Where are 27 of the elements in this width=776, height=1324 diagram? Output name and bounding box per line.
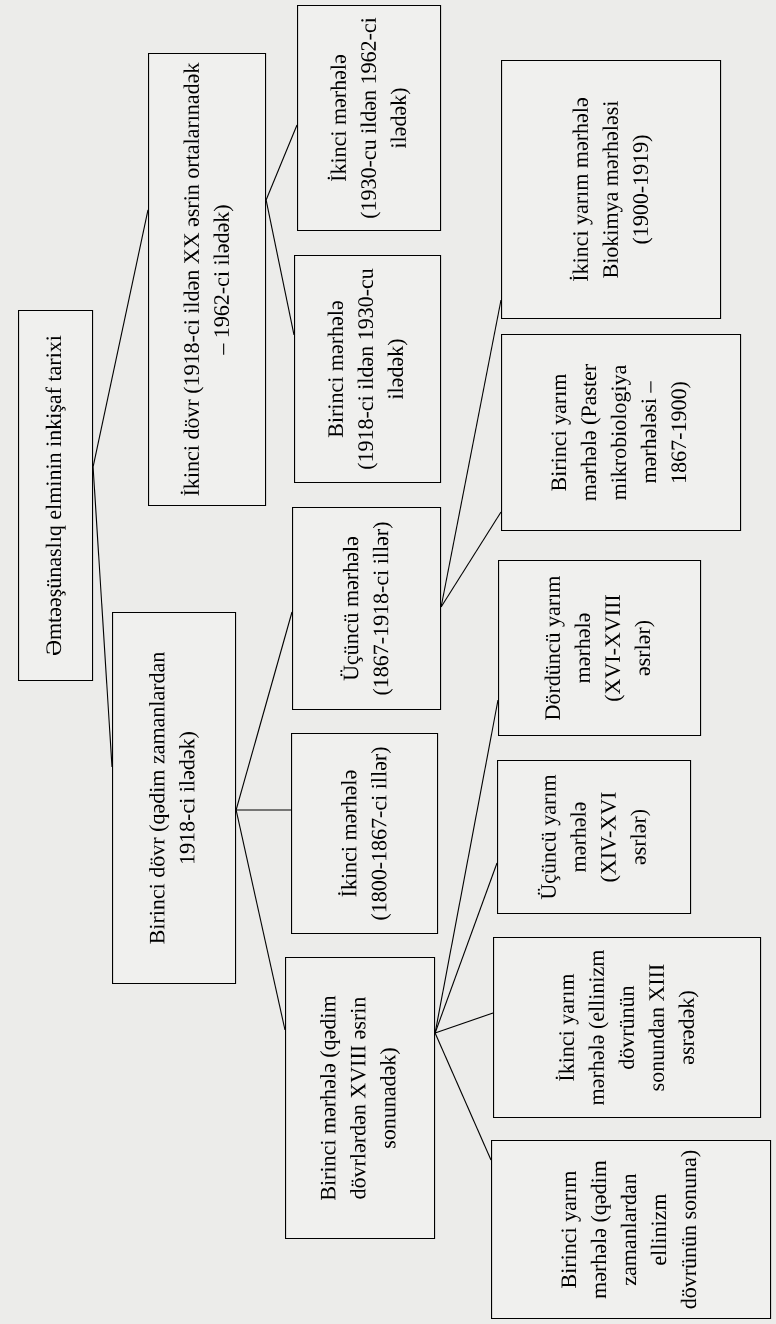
connector-line [235, 809, 286, 1031]
stage-box: Birinci mərhələ (qədim dövrlərdən XVIII əsrin sonunadək) [285, 957, 436, 1240]
connector-line [434, 1032, 492, 1161]
stage-box: Birinci yarım mərhələ (qədim zamanlardan ellinizm dövrünün sonuna) [491, 1140, 772, 1320]
connector-line [434, 1012, 494, 1034]
connector-line [235, 611, 293, 811]
stage-box: Əmtəəşünaslıq elminin inkişaf tarixi [18, 310, 94, 682]
connector-line [434, 699, 499, 1034]
stage-box: Birinci mərhələ (1918-ci ildən 1930-cu ilədək) [294, 255, 442, 484]
stage-box: İkinci dövr (1918-ci ildən XX əsrin ortalarınadək – 1962-ci ilədək) [148, 53, 267, 507]
connector-line [265, 124, 298, 201]
stage-box: İkinci yarım mərhələ Biokimya mərhələsi (1900-1919) [501, 60, 722, 320]
connector-line [440, 299, 502, 608]
stage-box: İkinci yarım mərhələ (ellinizm dövrünün sonundan XIII əsrədək) [493, 937, 762, 1119]
stage-box: Birinci yarım mərhələ (Paster mikrobiologiya mərhələsi – 1867-1900) [501, 334, 742, 532]
stage-box: Üçüncü yarım mərhələ (XIV-XVI əsrlər) [497, 760, 692, 915]
stage-box: Birinci dövr (qədim zamanlardan 1918-ci ilədək) [112, 612, 237, 985]
connector-line [265, 199, 295, 336]
connector-line [92, 209, 149, 468]
stage-box: İkinci mərhələ (1930-cu ildən 1962-ci ilədək) [297, 5, 442, 232]
connector-line [235, 809, 292, 811]
connector-line [434, 862, 498, 1034]
stage-box: İkinci mərhələ (1800-1867-ci illər) [291, 733, 439, 935]
stage-box: Dördüncü yarım mərhələ (XVI-XVIII əsrlər) [498, 560, 702, 737]
stage-box: Üçüncü mərhələ (1867-1918-ci illər) [292, 507, 442, 711]
connector-line [92, 466, 113, 768]
connector-line [440, 511, 502, 608]
